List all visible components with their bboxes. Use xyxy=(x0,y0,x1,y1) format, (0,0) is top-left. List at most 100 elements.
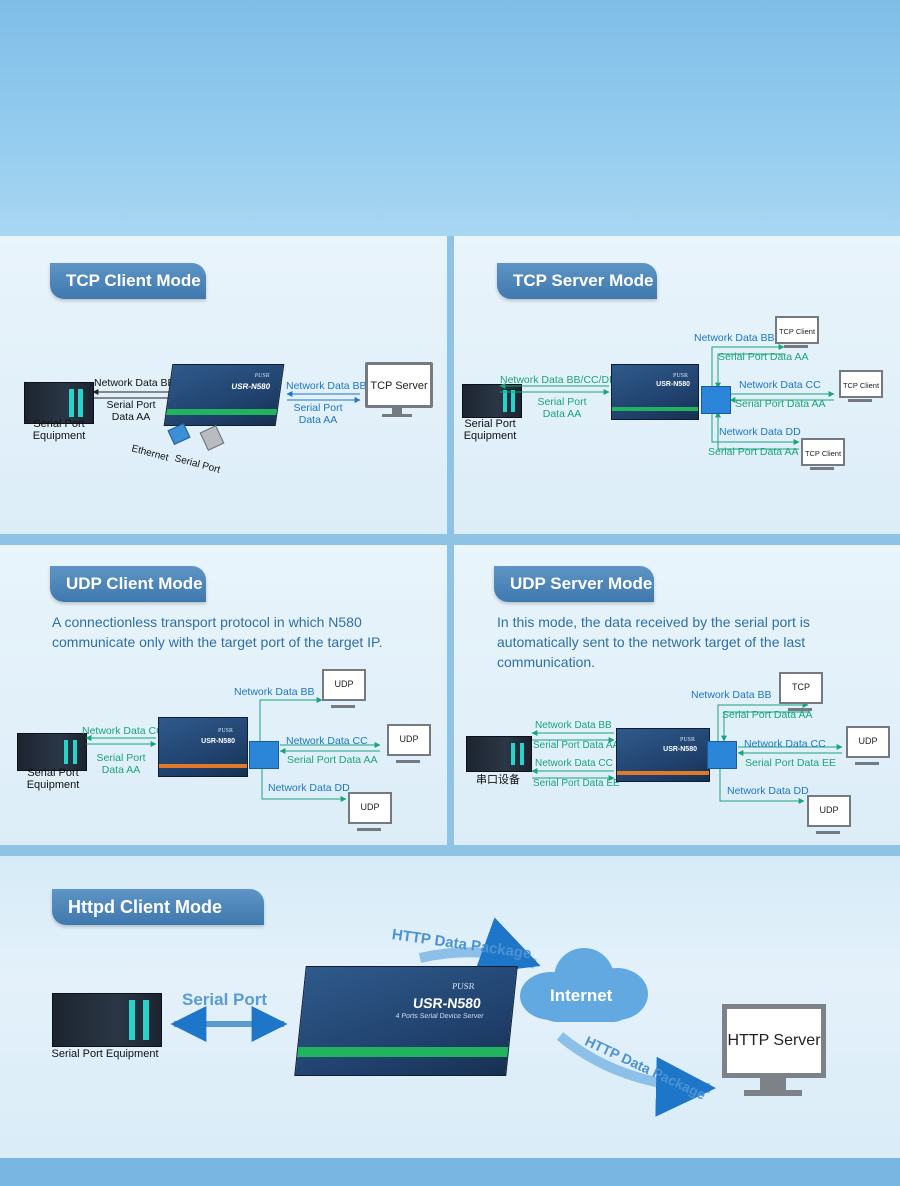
b3-bottom-label: Serial Port Data AA xyxy=(708,446,799,458)
network-switch-icon xyxy=(707,741,737,769)
udp-client-arrows xyxy=(85,697,381,802)
monitor-base xyxy=(331,705,355,708)
udp-client-panel: UDP Client Mode A connectionless transpo… xyxy=(0,545,447,845)
serial-port-label: Serial Port xyxy=(182,990,268,1009)
tcp-client-arrows xyxy=(92,389,361,403)
b3-top-label: Network Data DD xyxy=(719,426,801,438)
udp-label: UDP xyxy=(858,736,878,746)
tcp-client-label: TCP Client xyxy=(778,327,816,336)
udp-monitor-2: UDP xyxy=(807,795,851,827)
monitor-base xyxy=(784,345,808,348)
b3-top-label: Network Data DD xyxy=(268,782,350,794)
usr-n580-device: PUSR USR-N580 4 Ports Serial Device Serv… xyxy=(294,966,518,1076)
b1-bottom-label: Serial Port Data AA xyxy=(722,709,813,721)
serial-equipment-icon xyxy=(466,736,532,772)
left-top-label: Network Data BB/CC/DD xyxy=(500,374,617,386)
tcp-client-monitor-2: TCP Client xyxy=(839,370,883,398)
udp-server-description: In this mode, the data received by the s… xyxy=(497,614,810,670)
tcp-server-panel: TCP Server Mode Serial Port Equipment Ne… xyxy=(454,236,900,534)
monitor-base xyxy=(396,760,420,763)
b1-top-label: Network Data BB xyxy=(691,689,772,701)
tcp-monitor: TCP xyxy=(779,672,823,704)
tcp-client-label: TCP Client xyxy=(804,449,842,458)
device-subtitle: 4 Ports Serial Device Server xyxy=(395,1013,484,1020)
udp-monitor-3: UDP xyxy=(348,792,392,824)
device-model: USR-N580 xyxy=(663,746,697,753)
tcp-client-monitor-3: TCP Client xyxy=(801,438,845,466)
tcp-server-title: TCP Server Mode xyxy=(497,263,657,299)
tcp-server-arrows xyxy=(499,344,835,450)
device-brand: PUSR xyxy=(254,373,271,379)
internet-cloud-icon xyxy=(520,948,648,1022)
udp-monitor-1: UDP xyxy=(846,726,890,758)
b1-bottom-label: Serial Port Data AA xyxy=(718,351,809,363)
b2-bottom-label: Serial Port Data AA xyxy=(735,398,826,410)
monitor-base xyxy=(810,467,834,470)
l2-label: Serial Port Data AA xyxy=(533,740,620,751)
left-top-label: Network Data CC xyxy=(82,725,164,737)
udp-server-arrows xyxy=(531,702,843,804)
right-bottom-label: Serial Port Data AA xyxy=(293,402,343,426)
network-switch-icon xyxy=(249,741,279,769)
internet-label: Internet xyxy=(550,986,613,1005)
device-model: USR-N580 xyxy=(201,738,235,745)
usr-n580-device: PUSR USR-N580 xyxy=(611,364,699,420)
monitor-base xyxy=(744,1090,802,1096)
monitor-base xyxy=(382,414,412,417)
device-brand: PUSR xyxy=(672,373,688,379)
tcp-label: TCP xyxy=(792,682,810,692)
b2-top-label: Network Data CC xyxy=(744,738,826,750)
tcp-server-monitor: TCP Server xyxy=(365,362,433,408)
equipment-label: Serial Port Equipment xyxy=(26,767,80,791)
network-switch-icon xyxy=(701,386,731,414)
udp-monitor-2: UDP xyxy=(387,724,431,756)
equipment-label: Serial Port Equipment xyxy=(463,418,517,442)
monitor-stand xyxy=(392,408,402,414)
device-model: USR-N580 xyxy=(412,995,482,1011)
left-bottom-label: Serial Port Data AA xyxy=(537,396,587,420)
http-server-label: HTTP Server xyxy=(727,1032,821,1049)
udp-label: UDP xyxy=(360,802,380,812)
bottom-band xyxy=(0,1158,900,1186)
udp-monitor-1: UDP xyxy=(322,669,366,701)
monitor-base xyxy=(788,708,812,711)
b1-top-label: Network Data BB xyxy=(234,686,315,698)
serial-equipment-icon xyxy=(52,993,162,1047)
b2-top-label: Network Data CC xyxy=(739,379,821,391)
tcp-client-monitor-1: TCP Client xyxy=(775,316,819,344)
tcp-client-label: TCP Client xyxy=(842,381,880,390)
b1-top-label: Network Data BB xyxy=(694,332,775,344)
usr-n580-device: PUSR USR-N580 xyxy=(616,728,710,782)
equipment-label: Serial Port Equipment xyxy=(51,1048,159,1060)
httpd-arrows xyxy=(170,917,716,1117)
l3-label: Network Data CC xyxy=(535,758,613,769)
top-banner xyxy=(0,0,900,236)
device-brand: PUSR xyxy=(679,737,695,743)
usr-n580-device: PUSR USR-N580 xyxy=(163,364,285,426)
monitor-base xyxy=(848,399,872,402)
httpd-title: Httpd Client Mode xyxy=(52,889,264,925)
udp-label: UDP xyxy=(399,734,419,744)
udp-label: UDP xyxy=(819,805,839,815)
left-bottom-label: Serial Port Data AA xyxy=(96,752,146,776)
httpd-panel: Httpd Client Mode Serial Port Equipment … xyxy=(0,856,900,1158)
http-server-monitor: HTTP Server xyxy=(722,1004,826,1078)
tcp-server-label: TCP Server xyxy=(370,380,428,392)
udp-client-description: A connectionless transport protocol in w… xyxy=(52,614,383,650)
monitor-base xyxy=(357,828,381,831)
l4-label: Serial Port Data EE xyxy=(533,778,620,789)
tcp-client-panel: TCP Client Mode Serial Port Equipment Ne… xyxy=(0,236,447,534)
udp-client-title: UDP Client Mode xyxy=(50,566,206,602)
udp-label: UDP xyxy=(334,679,354,689)
tcp-client-title: TCP Client Mode xyxy=(50,263,206,299)
b2-bottom-label: Serial Port Data EE xyxy=(745,757,837,769)
usr-n580-device: PUSR USR-N580 xyxy=(158,717,248,777)
equipment-label: 串口设备 xyxy=(476,774,520,786)
b2-top-label: Network Data CC xyxy=(286,735,368,747)
monitor-base xyxy=(855,762,879,765)
serial-equipment-icon xyxy=(24,382,94,424)
device-model: USR-N580 xyxy=(230,382,271,391)
monitor-base xyxy=(816,831,840,834)
right-top-label: Network Data BB xyxy=(286,380,367,392)
l1-label: Network Data BB xyxy=(535,720,612,731)
